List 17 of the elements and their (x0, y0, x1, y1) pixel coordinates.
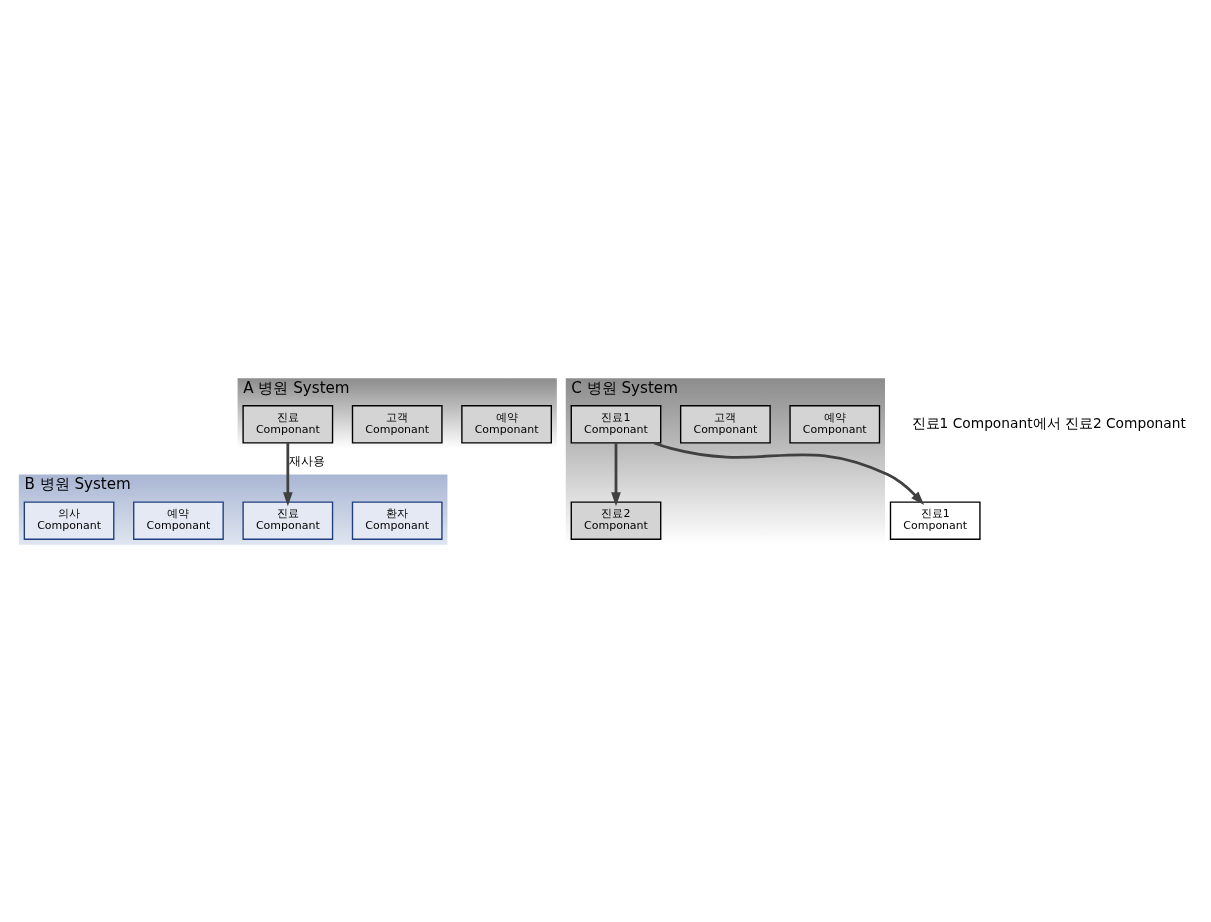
node-box: 고객 Componant (351, 404, 443, 444)
node-box: 환자 Componant (351, 500, 443, 540)
arrow (611, 442, 621, 506)
node-box: 진료1 Componant (570, 404, 662, 444)
node-box: 예약 Componant (133, 500, 224, 540)
label: 진료1 Componant에서 진료2 Componant (911, 414, 1186, 431)
node-box: 고객 Componant (679, 404, 771, 444)
node-box: 의사 Componant (23, 500, 115, 540)
node-box: 예약 Componant (461, 404, 552, 444)
node-box: 진료 Componant (242, 404, 334, 444)
node-box: 진료1 Componant (889, 500, 981, 540)
edge-label: 재사용 (288, 453, 325, 468)
node-box: 예약 Componant (789, 404, 881, 444)
node-box: 진료 Componant (242, 500, 334, 540)
node-box: 진료2 Componant (570, 500, 662, 540)
arrow (283, 442, 293, 506)
arrow (653, 441, 925, 505)
